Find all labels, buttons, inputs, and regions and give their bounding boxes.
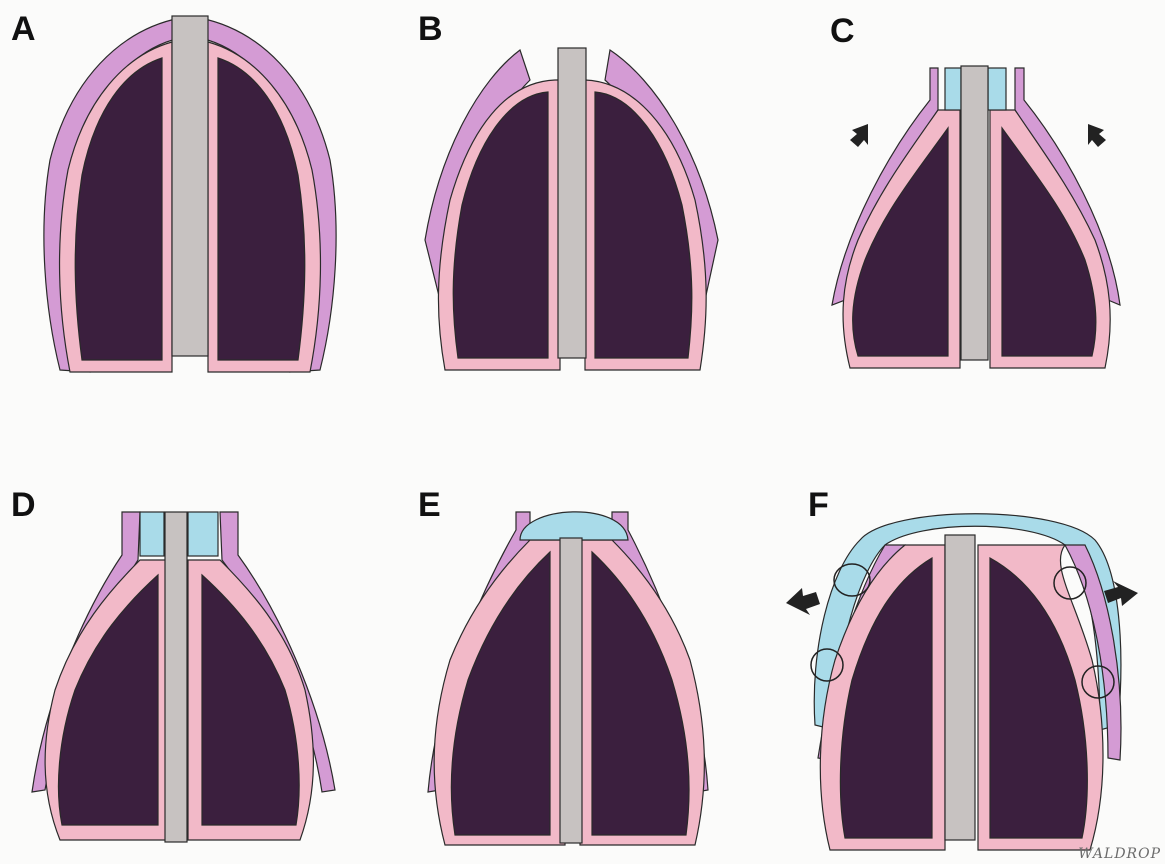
arrow-icon	[850, 124, 868, 147]
artist-signature: WALDROP	[1078, 846, 1161, 862]
panel-label-e: E	[418, 486, 441, 525]
spreader-graft-left	[945, 68, 961, 110]
panel-label-c: C	[830, 12, 855, 51]
panel-a-illustration	[44, 16, 336, 372]
panel-c-illustration	[832, 66, 1120, 368]
spreader-graft-right	[188, 512, 218, 556]
septum	[172, 16, 208, 356]
septum	[165, 512, 187, 842]
septum	[558, 48, 586, 358]
spreader-graft-right	[988, 68, 1006, 110]
septum	[961, 66, 988, 360]
panel-e-illustration	[428, 512, 708, 845]
panel-b-illustration	[425, 48, 718, 370]
panel-f-illustration	[811, 514, 1121, 850]
septum	[945, 535, 975, 840]
arrow-icon	[1088, 124, 1106, 147]
panel-d-illustration	[32, 512, 335, 842]
spreader-graft-left	[140, 512, 164, 556]
panel-label-a: A	[11, 10, 36, 49]
panel-label-b: B	[418, 10, 443, 49]
arrow-icon	[786, 588, 820, 615]
panel-label-d: D	[11, 486, 36, 525]
panel-label-f: F	[808, 486, 829, 525]
septum	[560, 538, 582, 843]
